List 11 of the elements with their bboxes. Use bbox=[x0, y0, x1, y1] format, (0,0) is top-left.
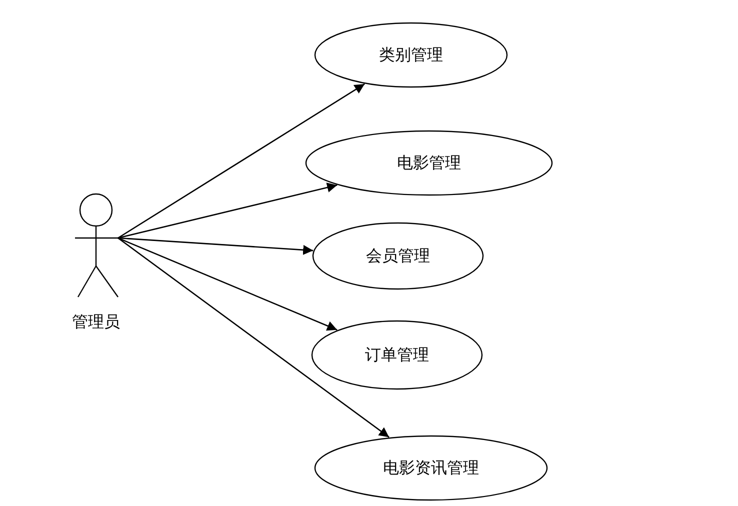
use-case-name: 会员管理 bbox=[366, 246, 430, 266]
use-case-name: 电影资讯管理 bbox=[383, 458, 479, 478]
use-case-name: 类别管理 bbox=[379, 44, 443, 66]
actor-name: 管理员 bbox=[72, 312, 120, 333]
use-case-name: 订单管理 bbox=[365, 344, 429, 366]
arrow bbox=[118, 237, 314, 255]
arrow bbox=[118, 182, 338, 239]
arrow bbox=[118, 237, 338, 331]
use-case-name: 电影管理 bbox=[397, 152, 461, 174]
arrow bbox=[118, 237, 390, 438]
arrow bbox=[118, 83, 365, 239]
